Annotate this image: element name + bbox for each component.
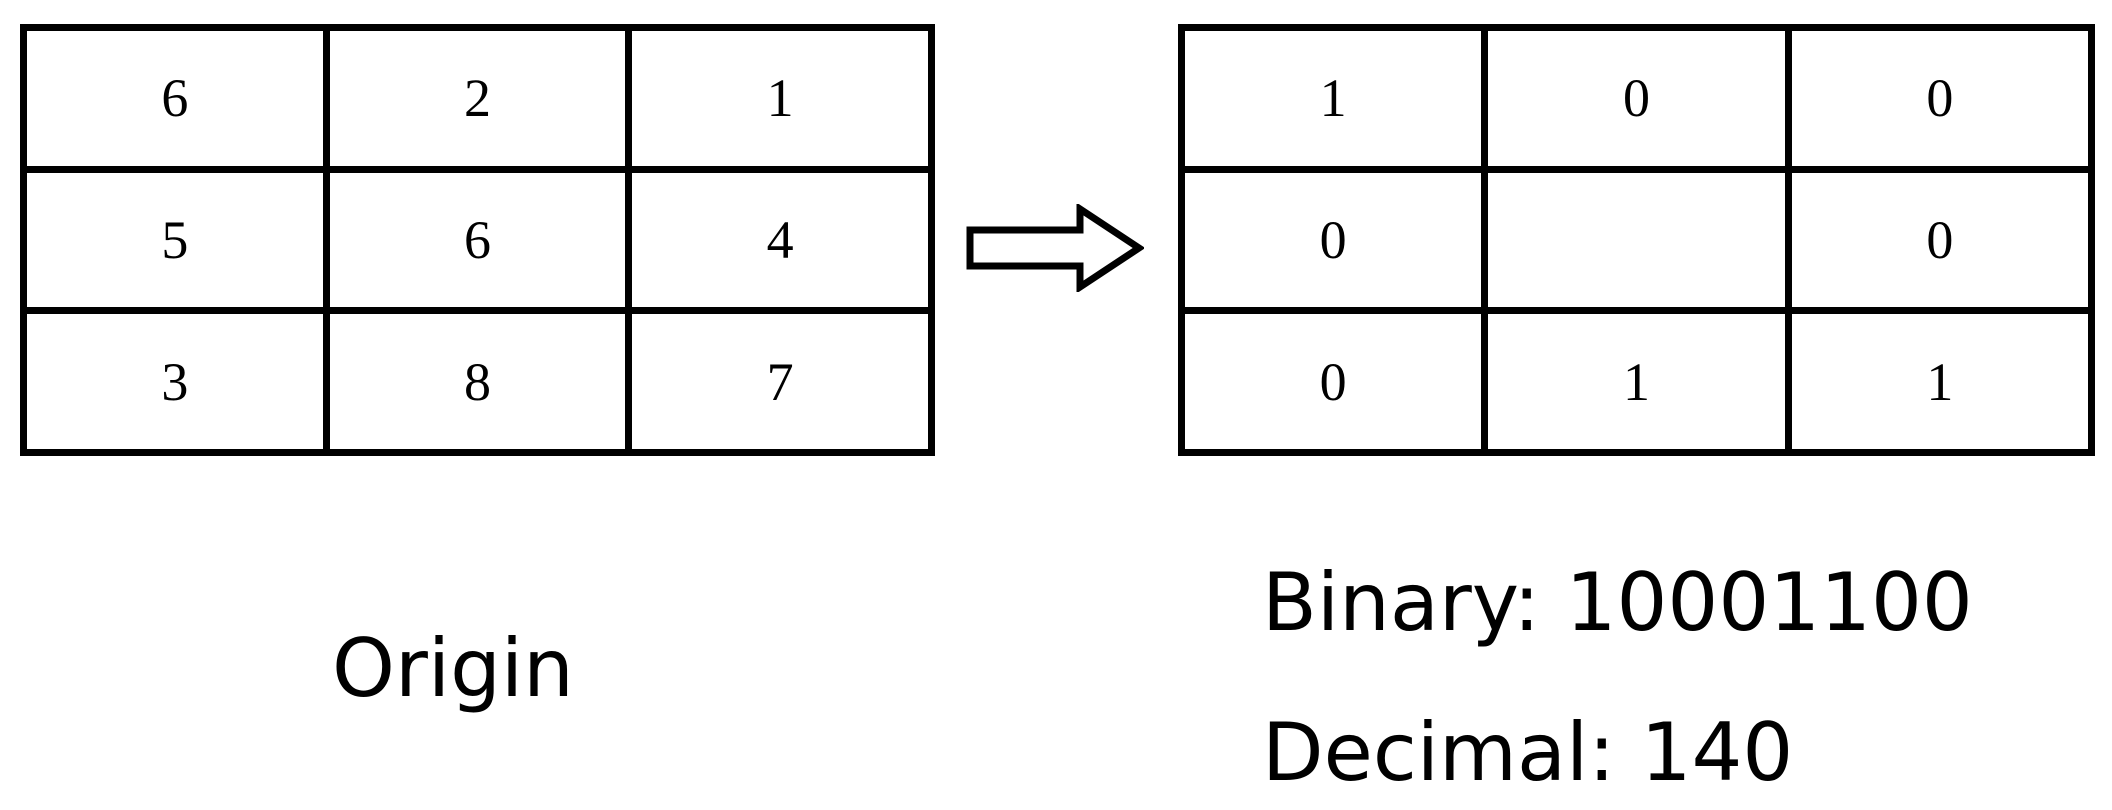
binary-cell: 0 — [1177, 165, 1489, 315]
origin-cell-center: 6 — [322, 165, 633, 315]
right-arrow-icon — [966, 204, 1144, 292]
binary-cell: 1 — [1481, 307, 1792, 456]
decimal-result: Decimal: 140 — [1262, 706, 1794, 799]
binary-cell-center — [1481, 165, 1792, 315]
origin-cell: 3 — [20, 307, 330, 456]
origin-cell: 5 — [20, 165, 330, 315]
binary-row: 1 0 0 — [1177, 24, 2096, 173]
origin-cell: 2 — [322, 24, 633, 173]
origin-row: 5 6 4 — [20, 165, 935, 315]
binary-cell: 1 — [1177, 24, 1489, 173]
origin-cell: 8 — [322, 307, 633, 456]
origin-cell: 6 — [20, 24, 330, 173]
origin-caption: Origin — [332, 622, 574, 715]
origin-cell: 4 — [625, 165, 935, 315]
origin-cell: 1 — [625, 24, 935, 173]
binary-cell: 0 — [1784, 165, 2096, 315]
binary-grid: 1 0 0 0 0 0 1 1 — [1177, 24, 2096, 456]
binary-result: Binary: 10001100 — [1262, 556, 1973, 649]
origin-row: 3 8 7 — [20, 307, 935, 456]
binary-cell: 1 — [1784, 307, 2096, 456]
binary-row: 0 1 1 — [1177, 307, 2096, 456]
origin-row: 6 2 1 — [20, 24, 935, 173]
binary-row: 0 0 — [1177, 165, 2096, 315]
binary-cell: 0 — [1177, 307, 1489, 456]
origin-grid: 6 2 1 5 6 4 3 8 7 — [20, 24, 935, 456]
origin-cell: 7 — [625, 307, 935, 456]
binary-cell: 0 — [1784, 24, 2096, 173]
binary-cell: 0 — [1481, 24, 1792, 173]
